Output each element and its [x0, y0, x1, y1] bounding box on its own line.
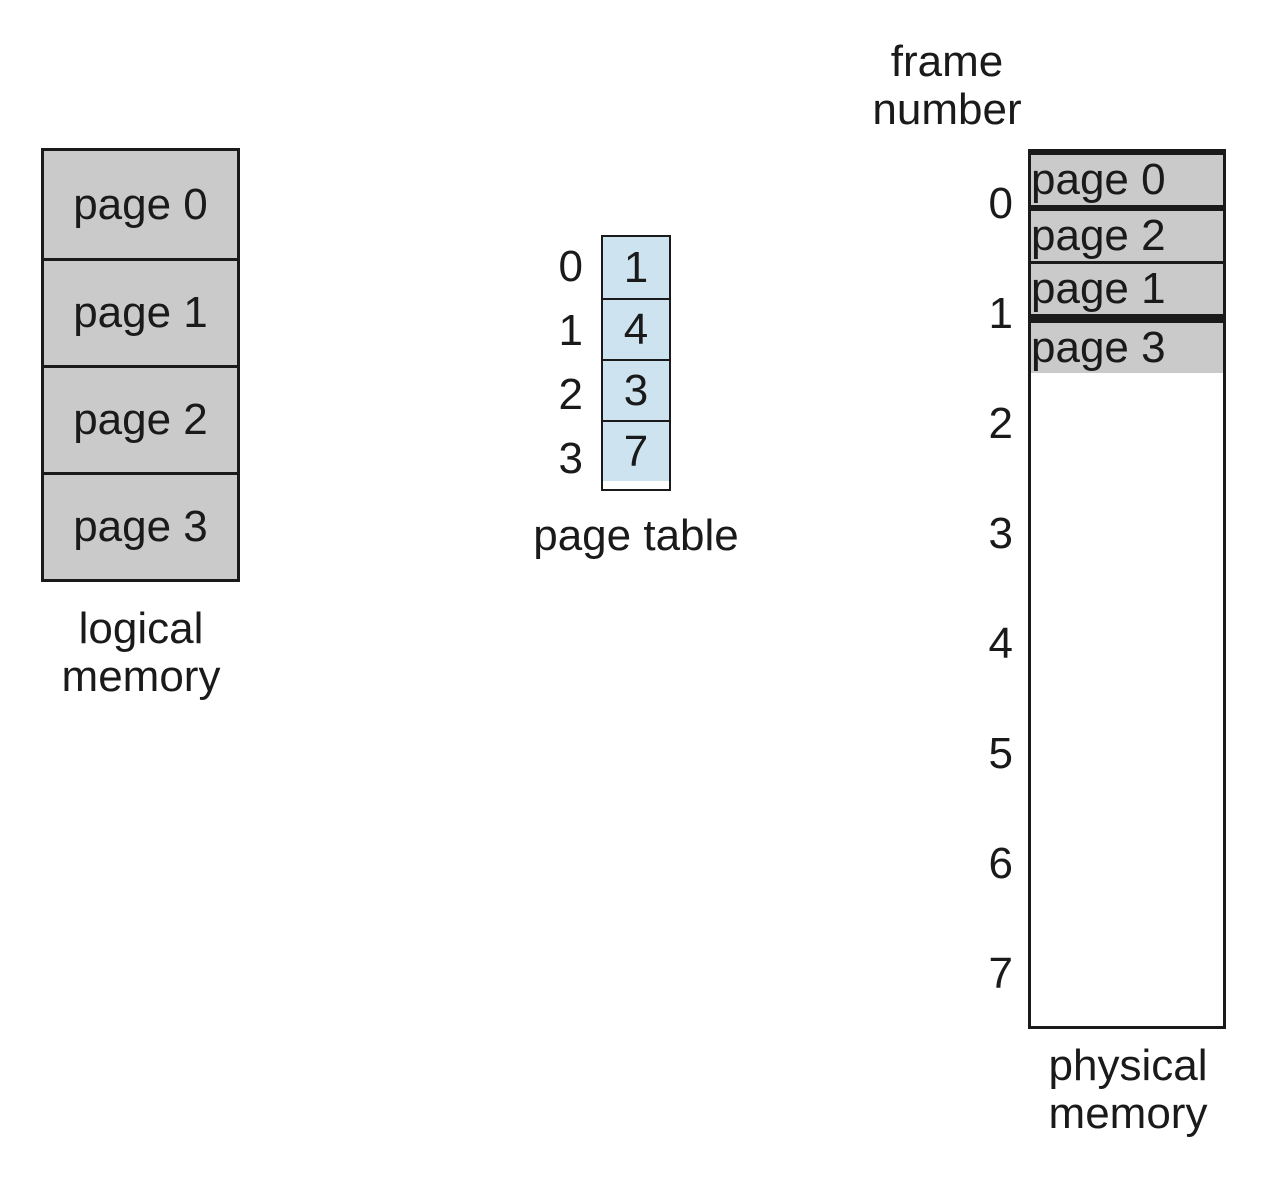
page-table-cell: 7 — [603, 420, 669, 481]
frame-cell: page 2 — [1031, 208, 1223, 261]
physical-memory-caption: physical memory — [1008, 1042, 1248, 1138]
logical-memory-cell-label: page 3 — [73, 502, 208, 551]
frame-number-header-line2: number — [872, 85, 1022, 134]
frame-number-column: 0 1 2 3 4 5 6 7 — [933, 149, 1028, 1029]
frame-cell: page 1 — [1031, 261, 1223, 314]
frame-number: 0 — [988, 179, 1013, 228]
page-table-index: 0 — [558, 242, 583, 291]
frame-number: 1 — [988, 289, 1013, 338]
page-table-cells: 1 4 3 7 — [601, 235, 671, 491]
page-table-cell: 3 — [603, 359, 669, 420]
page-table-index: 2 — [558, 370, 583, 419]
page-table: 0 1 2 3 1 4 3 7 — [521, 235, 671, 491]
physical-memory-box: page 0 page 2 page 1 page 3 — [1028, 149, 1226, 1029]
logical-memory-cell-label: page 0 — [73, 179, 208, 229]
frame-number: 5 — [988, 729, 1013, 778]
physical-memory-caption-line1: physical — [1048, 1041, 1208, 1090]
logical-memory-box: page 0 page 1 page 2 page 3 — [41, 148, 240, 582]
logical-memory-cell: page 1 — [44, 258, 237, 365]
logical-memory-cell: page 0 — [44, 151, 237, 258]
page-table-cell: 1 — [603, 237, 669, 298]
frame-number: 6 — [988, 839, 1013, 888]
logical-memory-cell: page 2 — [44, 365, 237, 472]
frame-cell-empty — [1031, 205, 1223, 208]
frame-number-header-line1: frame — [890, 37, 1004, 86]
page-table-caption: page table — [533, 511, 739, 560]
frame-number: 7 — [988, 949, 1013, 998]
logical-memory-caption: logical memory — [11, 605, 271, 701]
frame-number-header: frame number — [822, 38, 1072, 134]
frame-number: 3 — [988, 509, 1013, 558]
frame-number: 4 — [988, 619, 1013, 668]
frame-number: 2 — [988, 399, 1013, 448]
page-table-index: 3 — [558, 434, 583, 483]
physical-memory: 0 1 2 3 4 5 6 7 page 0 page 2 page 1 pag… — [933, 149, 1226, 1029]
page-table-cell: 4 — [603, 298, 669, 359]
logical-memory-caption-line1: logical — [78, 604, 204, 653]
page-table-index: 1 — [558, 306, 583, 355]
frame-cell-empty — [1031, 314, 1223, 317]
physical-memory-caption-line2: memory — [1048, 1089, 1208, 1138]
logical-memory-cell-label: page 2 — [73, 395, 208, 444]
logical-memory-caption-line2: memory — [61, 652, 221, 701]
logical-memory-cell-label: page 1 — [73, 288, 208, 337]
logical-memory-cell: page 3 — [44, 472, 237, 579]
frame-cell-empty — [1031, 317, 1223, 320]
frame-cell: page 3 — [1031, 320, 1223, 373]
frame-cell: page 0 — [1031, 152, 1223, 205]
page-table-index-column: 0 1 2 3 — [521, 235, 601, 491]
